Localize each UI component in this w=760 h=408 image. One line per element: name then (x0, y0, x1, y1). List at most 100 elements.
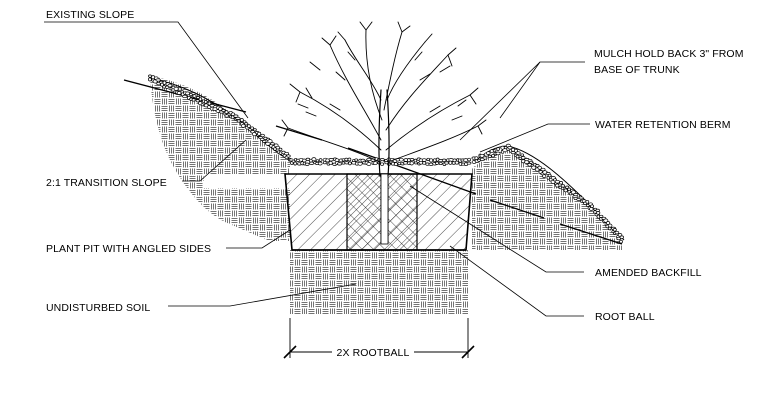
label-root-ball: ROOT BALL (595, 311, 655, 323)
mulch-pebble (578, 196, 584, 200)
mulch-pebble (547, 173, 552, 178)
mulch-pebble (267, 139, 273, 144)
mulch-pebble (612, 228, 617, 232)
mulch-pebble (496, 147, 500, 151)
label-mulch-line2: BASE OF TRUNK (594, 64, 680, 76)
mulch-pebble (250, 126, 254, 130)
mulch-pebble (409, 158, 415, 162)
label-undisturbed-soil: UNDISTURBED SOIL (46, 302, 150, 314)
mulch-pebble (203, 100, 208, 104)
mulch-pebble (380, 158, 385, 162)
mulch-pebble (542, 174, 547, 178)
mulch-pebble (260, 133, 265, 138)
mulch-pebble (432, 158, 437, 163)
mulch-pebble (607, 226, 612, 231)
mulch-pebble (585, 199, 590, 204)
mulch-pebble (555, 183, 560, 188)
mulch-pebble (286, 154, 291, 158)
mulch-pebble (309, 161, 315, 165)
label-plant-pit: PLANT PIT WITH ANGLED SIDES (46, 243, 211, 255)
mulch-pebble (235, 116, 241, 120)
mulch-pebble (148, 77, 152, 82)
mulch-pebble (515, 151, 521, 155)
tree-canopy (281, 21, 487, 177)
mulch-pebble (318, 158, 323, 162)
mulch-pebble (191, 98, 196, 102)
mulch-pebble (167, 83, 173, 88)
mulch-pebble (262, 139, 267, 143)
mulch-pebble (162, 80, 167, 85)
mulch-pebble (304, 162, 310, 166)
mulch-pebble (573, 193, 579, 197)
mulch-pebble (402, 161, 408, 165)
mulch-pebble (336, 162, 343, 166)
mulch-pebble (486, 151, 491, 155)
mulch-pebble (607, 223, 613, 228)
mulch-pebble (357, 161, 363, 166)
mulch-pebble (241, 123, 246, 128)
mulch-pebble (409, 161, 414, 166)
mulch-layer (148, 74, 624, 244)
label-dimension: 2X ROOTBALL (337, 347, 410, 359)
mulch-pebble (391, 161, 395, 166)
mulch-pebble (619, 239, 623, 244)
mulch-pebble (257, 131, 262, 136)
mulch-pebble (239, 118, 244, 122)
mulch-pebble (520, 153, 525, 157)
mulch-pebble (207, 101, 212, 106)
mulch-pebble (189, 93, 193, 97)
mulch-pebble (495, 151, 501, 156)
mulch-pebble (284, 151, 290, 156)
mulch-pebble (148, 74, 152, 78)
mulch-pebble (366, 162, 372, 166)
mulch-pebble (589, 207, 594, 211)
mulch-pebble (317, 161, 323, 166)
mulch-pebble (537, 165, 542, 170)
mulch-pebble (441, 158, 447, 162)
mulch-pebble (182, 94, 188, 99)
mulch-pebble (448, 160, 453, 165)
mulch-pebble (380, 162, 385, 166)
label-existing-slope: EXISTING SLOPE (46, 9, 134, 21)
mulch-pebble (366, 157, 372, 162)
mulch-pebble (482, 156, 488, 160)
mulch-pebble (160, 82, 164, 87)
mulch-pebble (438, 161, 443, 166)
mulch-pebble (198, 97, 203, 102)
mulch-pebble (414, 161, 418, 165)
mulch-pebble (565, 185, 570, 189)
mulch-pebble (200, 103, 205, 107)
mulch-pebble (244, 122, 249, 126)
mulch-pebble (224, 114, 229, 118)
mulch-pebble (554, 179, 560, 184)
mulch-pebble (619, 235, 624, 239)
mulch-pebble (278, 147, 283, 152)
label-mulch-line1: MULCH HOLD BACK 3" FROM (594, 48, 744, 60)
mulch-pebble (466, 161, 472, 165)
mulch-pebble (507, 146, 513, 150)
mulch-pebble (288, 158, 294, 162)
mulch-pebble (463, 158, 469, 162)
mulch-pebble (540, 167, 546, 172)
mulch-pebble (253, 128, 257, 132)
mulch-pebble (479, 153, 485, 158)
mulch-pebble (520, 156, 526, 160)
right-soil-mass (472, 150, 622, 250)
mulch-pebble (233, 114, 239, 118)
mulch-pebble (531, 165, 537, 170)
mulch-pebble (563, 188, 568, 193)
mulch-pebble (393, 162, 398, 167)
label-water-retention-berm: WATER RETENTION BERM (595, 119, 731, 131)
mulch-pebble (224, 110, 229, 114)
mulch-pebble (173, 86, 179, 91)
mulch-pebble (398, 157, 404, 162)
mulch-pebble (322, 160, 327, 165)
label-amended-backfill: AMENDED BACKFILL (595, 267, 702, 279)
mulch-pebble (560, 186, 565, 190)
mulch-pebble (302, 158, 307, 163)
mulch-pebble (290, 161, 294, 165)
mulch-pebble (373, 161, 378, 166)
label-transition-slope: 2:1 TRANSITION SLOPE (46, 177, 167, 189)
mulch-pebble (474, 156, 479, 161)
